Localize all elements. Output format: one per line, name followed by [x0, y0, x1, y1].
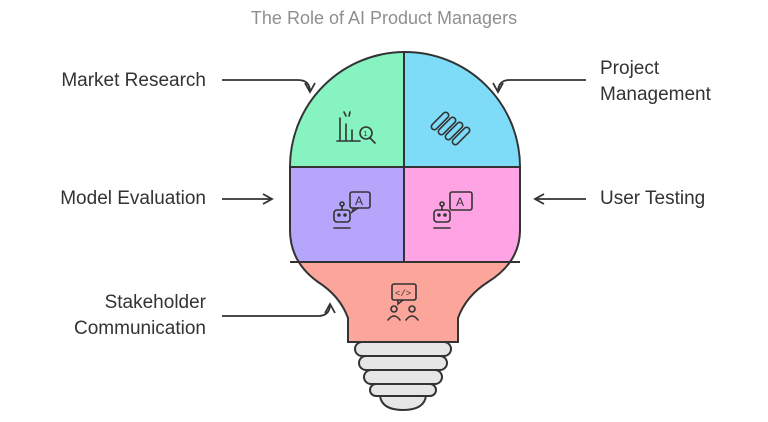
- svg-text:1: 1: [364, 131, 368, 138]
- segment-stakeholder-communication: [290, 262, 520, 342]
- robot-ai-screen-icon: A: [433, 191, 473, 229]
- arrow-market-research: [222, 79, 316, 94]
- arrow-project-management: [492, 79, 586, 94]
- svg-text:A: A: [456, 195, 464, 209]
- arrow-stakeholder-communication: [222, 302, 336, 317]
- segment-model-evaluation: [290, 167, 404, 262]
- tasks-stripes-icon: [430, 111, 471, 146]
- segment-user-testing: [404, 167, 520, 262]
- robot-ai-chat-icon: A: [333, 191, 371, 229]
- bar-chart-magnifier-icon: 1: [336, 111, 376, 144]
- segment-market-research: [290, 52, 404, 167]
- label-project-management: Project Management: [600, 58, 711, 105]
- svg-text:A: A: [355, 194, 363, 208]
- label-user-testing: User Testing: [600, 188, 706, 209]
- people-code-bubble-icon: </>: [387, 283, 419, 321]
- segment-project-management: [404, 52, 520, 167]
- svg-text:</>: </>: [395, 289, 411, 299]
- label-stakeholder-communication: Stakeholder Communication: [74, 292, 206, 339]
- bulb-screw-base: [354, 341, 452, 412]
- label-model-evaluation: Model Evaluation: [60, 188, 206, 209]
- diagram-title: The Role of AI Product Managers: [250, 8, 518, 28]
- label-market-research: Market Research: [61, 70, 206, 91]
